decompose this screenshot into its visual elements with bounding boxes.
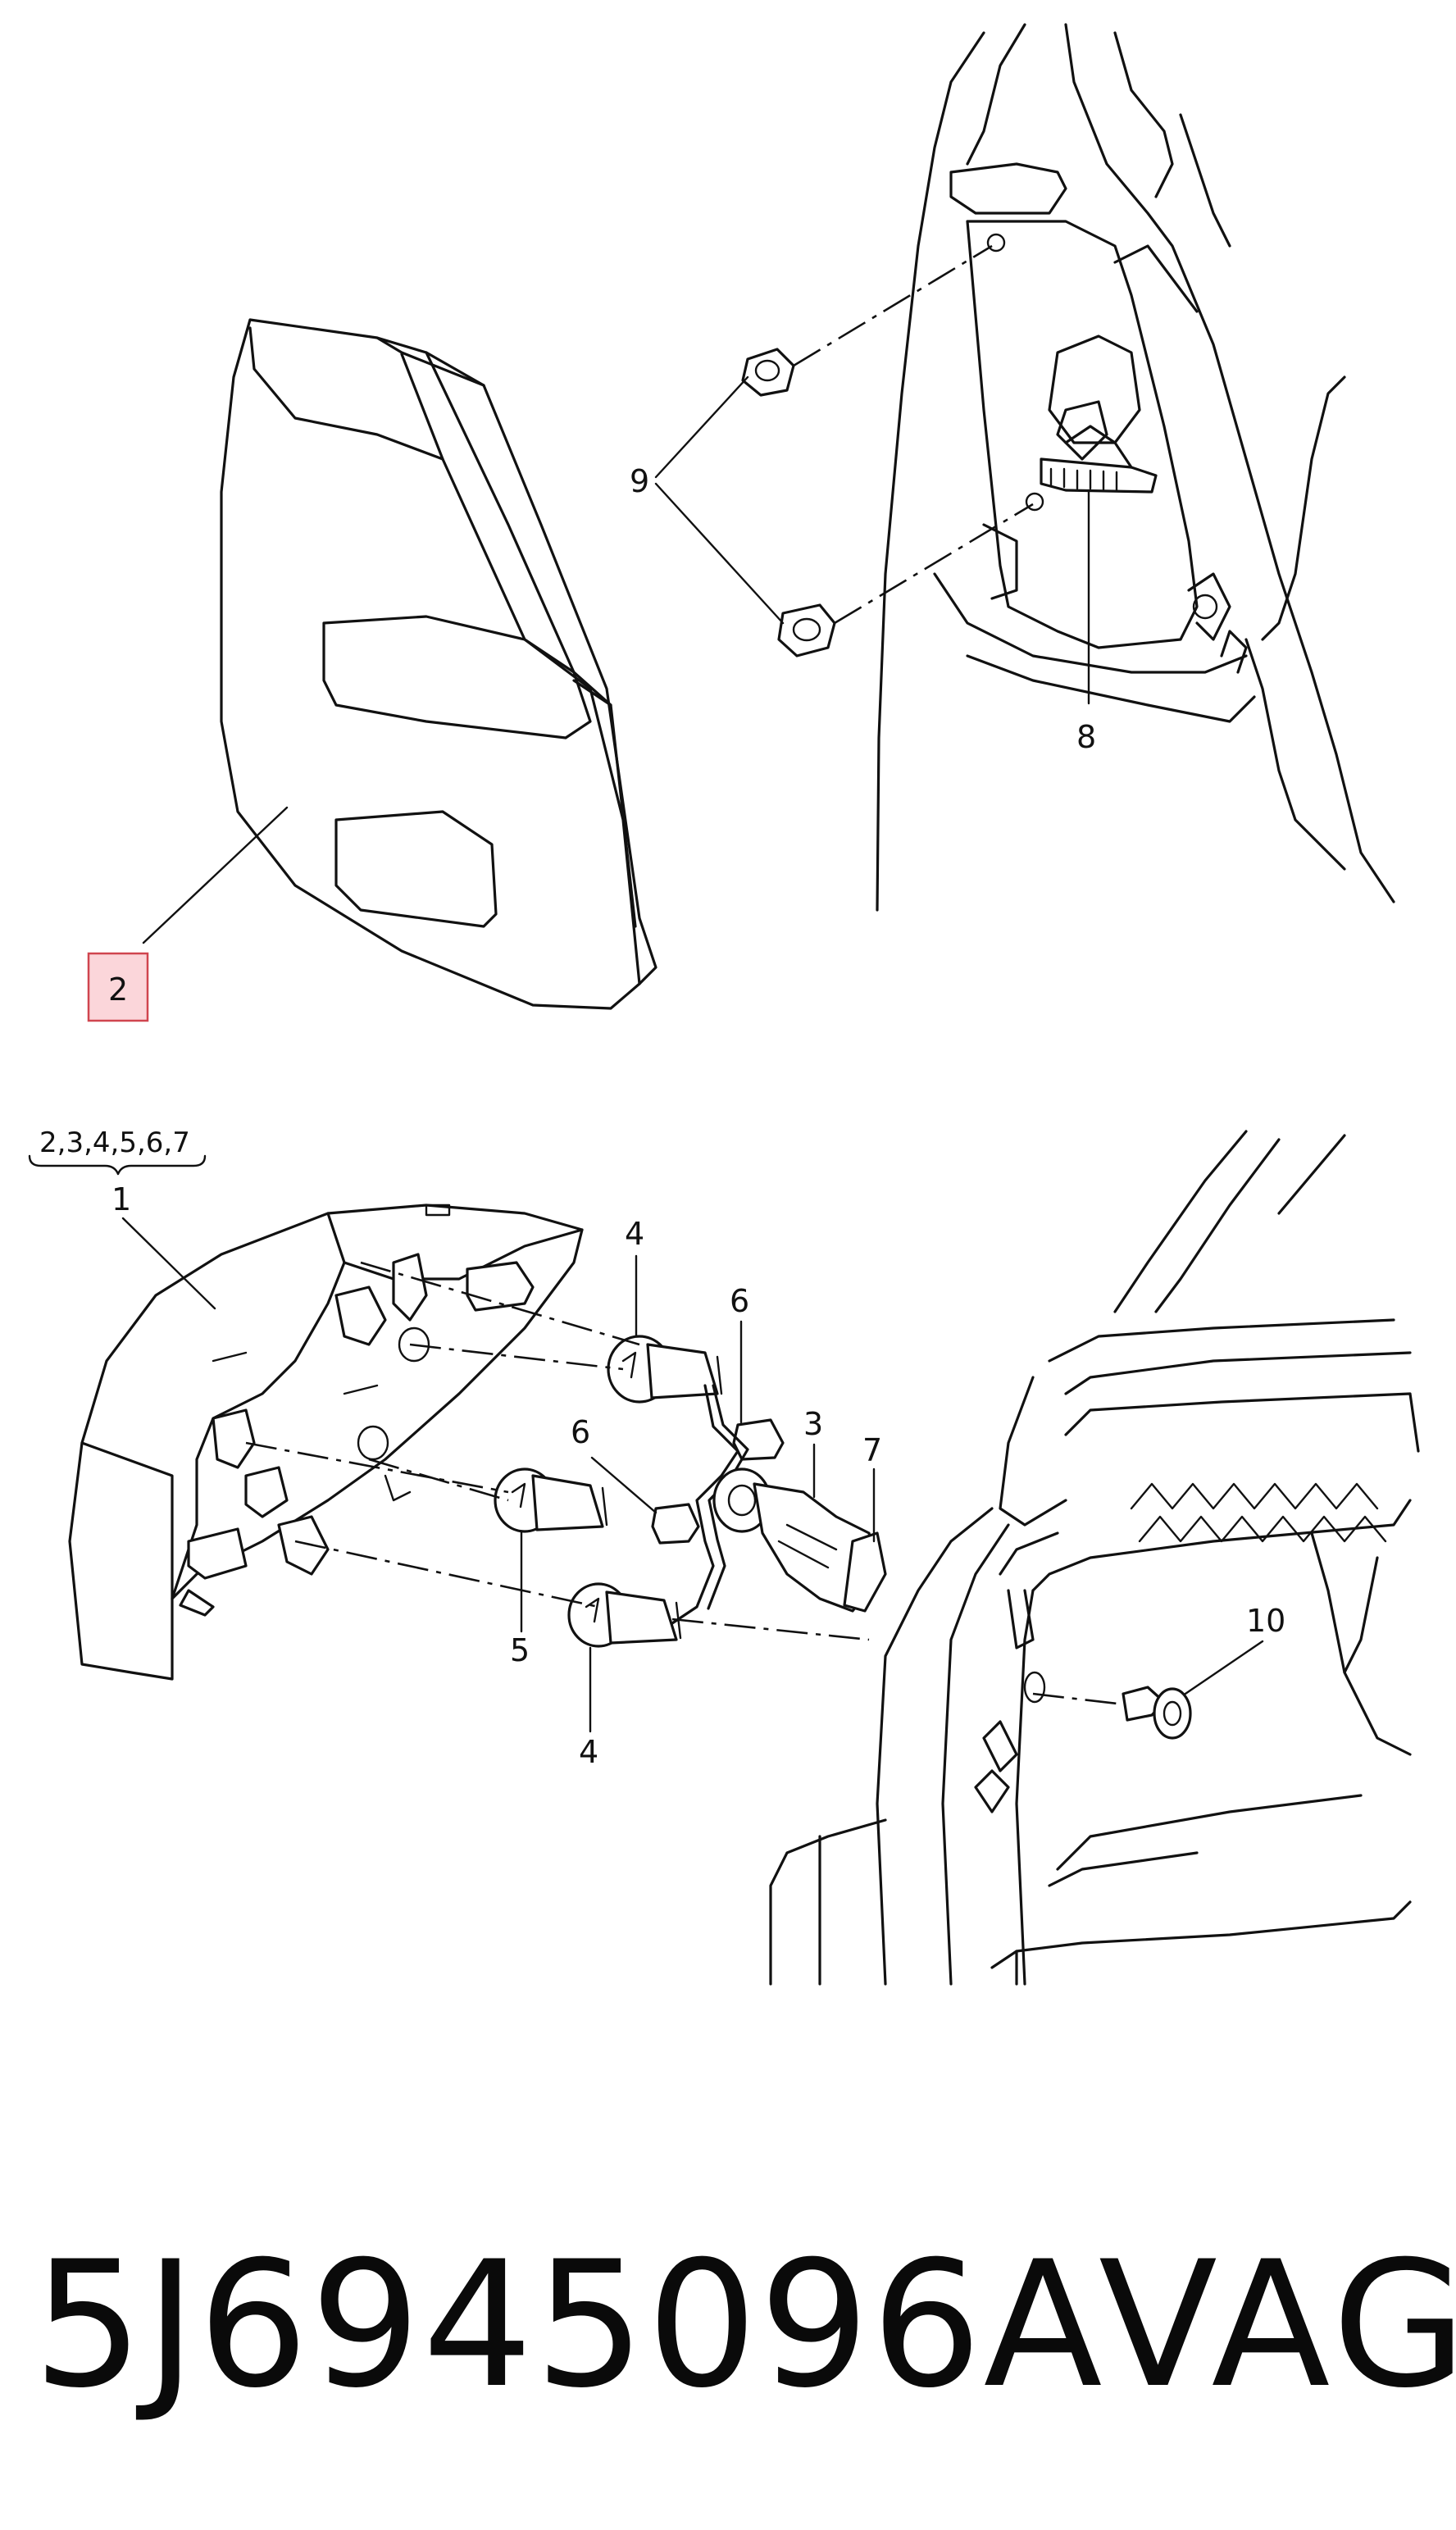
fastener-nut-lower [777, 603, 836, 658]
leader-10 [1179, 1640, 1264, 1699]
bulb-4-lower [567, 1582, 682, 1648]
callout-4-lower: 4 [579, 1734, 598, 1770]
callout-2: 2 [108, 972, 128, 1008]
alignment-line-e [294, 1540, 599, 1609]
bulb-6-lower [651, 1503, 700, 1545]
tail-lamp-housing [220, 318, 657, 1010]
alignment-line-nut-upper [793, 244, 993, 367]
callout-8: 8 [1076, 719, 1096, 755]
leader-9-upper [654, 375, 749, 479]
callout-group: 2,3,4,5,6,7 [39, 1126, 190, 1159]
callout-6-upper: 6 [730, 1283, 749, 1319]
callout-7: 7 [862, 1432, 882, 1468]
alignment-line-c [245, 1441, 509, 1494]
wiring-harness-3 [671, 1384, 887, 1625]
leader-6-lower [590, 1456, 657, 1514]
callout-1: 1 [111, 1181, 131, 1217]
leader-2 [142, 806, 289, 944]
callout-4-upper: 4 [625, 1216, 644, 1252]
brand-name: VAG [1099, 2223, 1456, 2426]
part-number: 5J6945096A [33, 2223, 1104, 2426]
callout-5: 5 [510, 1632, 530, 1668]
callout-2-highlight [87, 952, 149, 1022]
alignment-line-nut-lower [834, 503, 1034, 625]
callout-9: 9 [630, 463, 649, 499]
bulb-4-upper [607, 1335, 723, 1404]
bulb-carrier-plate [68, 1204, 584, 1681]
retaining-clip-10 [1122, 1686, 1192, 1740]
callout-6-lower: 6 [571, 1414, 590, 1450]
alignment-line-a [360, 1261, 640, 1346]
alignment-line-g [1032, 1692, 1132, 1707]
wiring-connector-8 [1040, 425, 1158, 494]
group-bracket [28, 1154, 207, 1176]
callout-3: 3 [803, 1406, 823, 1442]
leader-1 [121, 1217, 216, 1310]
alignment-line-b [409, 1343, 624, 1371]
leader-9-lower [654, 482, 785, 625]
alignment-line-d [368, 1458, 509, 1502]
rear-body-panel [769, 1130, 1420, 1986]
fastener-nut-upper [741, 348, 795, 397]
alignment-line-f [671, 1618, 870, 1641]
bulb-5 [494, 1467, 608, 1533]
bulb-6-upper [732, 1418, 785, 1461]
callout-10: 10 [1246, 1603, 1285, 1639]
body-panel-top [876, 23, 1395, 912]
